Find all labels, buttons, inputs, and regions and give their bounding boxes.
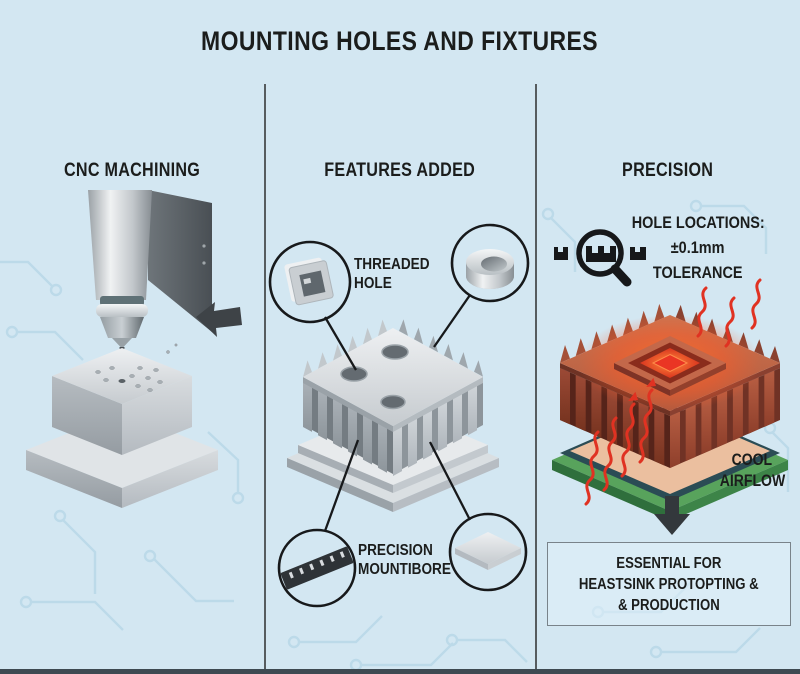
callout-circles <box>268 223 530 608</box>
flat-plate-icon <box>455 532 521 570</box>
left-arrow-icon <box>196 302 242 337</box>
panel-header-precision: PRECISION <box>622 160 714 181</box>
heatsink-illustration <box>287 319 499 512</box>
essential-callout-text: ESSENTIAL FOR HEASTSINK PROTOPTING & & P… <box>579 554 759 614</box>
panel-header-features-added: FEATURES ADDED <box>324 160 476 181</box>
magnifier-ruler-icon <box>554 229 646 287</box>
page-title: MOUNTING HOLES AND FIXTURES <box>201 26 599 56</box>
panel-divider-left <box>264 84 266 674</box>
cnc-machine-illustration <box>88 190 212 379</box>
metal-chips <box>95 343 178 392</box>
panel-divider-right <box>535 84 537 674</box>
down-arrow-icon <box>654 496 690 535</box>
ruler-icon <box>280 546 354 590</box>
cool-airflow-label: COOL AIRFLOW <box>719 451 785 490</box>
threaded-hole-insert-icon <box>284 257 334 306</box>
airflow-arrowheads <box>628 377 656 402</box>
footer-bar <box>0 669 800 674</box>
essential-callout-box: ESSENTIAL FOR HEASTSINK PROTOPTING & & P… <box>547 542 791 626</box>
precision-mountibore-label: PRECISION MOUNTIBORE <box>358 542 451 578</box>
tolerance-text: HOLE LOCATIONS: ±0.1mm TOLERANCE <box>631 213 765 282</box>
workpiece-block-illustration <box>26 343 218 508</box>
panel-header-cnc-machining: CNC MACHINING <box>63 160 201 181</box>
callout-lines <box>323 294 472 532</box>
threaded-hole-label: THREADED HOLE <box>354 256 430 292</box>
round-bushing-icon <box>466 249 514 289</box>
